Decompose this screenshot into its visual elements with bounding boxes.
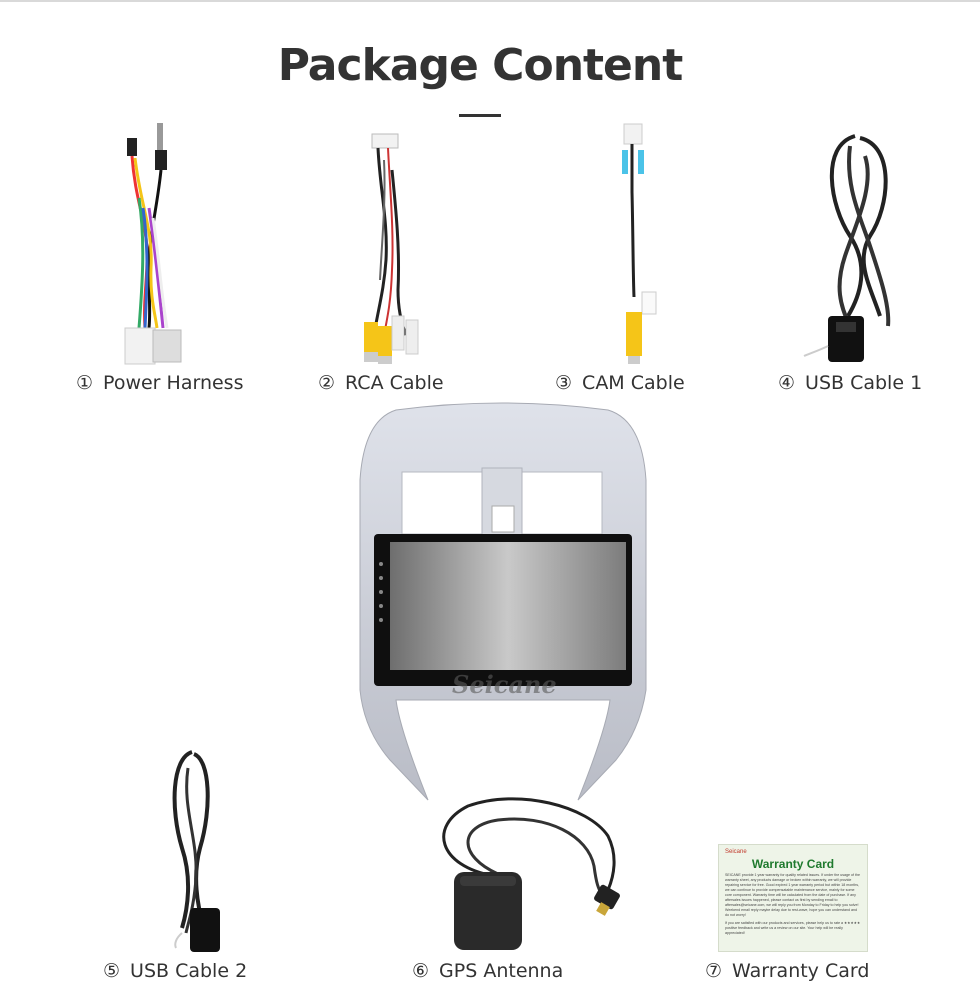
rca-cable-image [364, 133, 419, 364]
warranty-card-title: Warranty Card [751, 857, 835, 871]
top-divider [0, 0, 980, 2]
usb-cable-1-image [803, 134, 891, 362]
brand-watermark: Seicane [452, 670, 557, 699]
cam-cable-image [622, 123, 657, 364]
warranty-card: Seicane Warranty Card SEICANE provide 1 … [718, 844, 868, 952]
warranty-card-body: SEICANE provide 1 year warranty for qual… [725, 873, 861, 917]
head-unit-image [359, 402, 647, 801]
page-title: Package Content [277, 40, 684, 91]
warranty-card-brand: Seicane [725, 849, 747, 855]
gps-antenna-image [442, 797, 620, 950]
warranty-card-footer: If you are satisfied with our products a… [725, 921, 861, 935]
title-underline [459, 114, 501, 117]
usb-cable-2-image [172, 750, 220, 952]
power-harness-image [124, 123, 182, 365]
